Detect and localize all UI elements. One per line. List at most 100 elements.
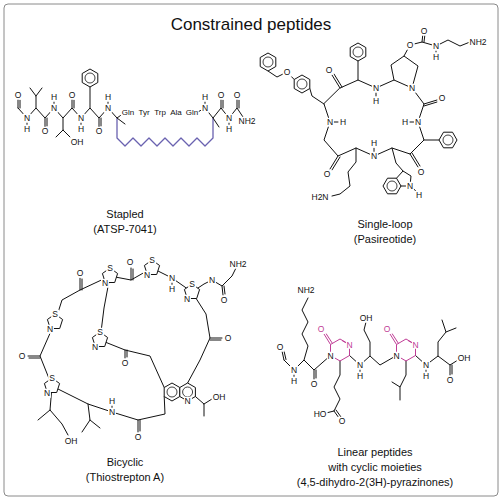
atom-label: O	[220, 296, 229, 305]
atom-label: H	[339, 118, 347, 127]
caption-text: (ATSP-7041)	[93, 224, 156, 235]
atom-label: NH2	[228, 260, 247, 269]
atom-label: O	[406, 41, 415, 50]
residue-label: Ala	[169, 109, 183, 117]
atom-label: O	[14, 91, 23, 100]
caption-text: with cyclic moieties	[328, 462, 422, 473]
atom-label: H	[50, 93, 58, 102]
atom-label: N	[326, 118, 334, 127]
caption-text: Stapled	[106, 209, 143, 220]
atom-label: H2N	[310, 193, 329, 202]
atom-label: H	[356, 372, 364, 381]
atom-label: H	[422, 372, 430, 381]
atom-label: O	[68, 91, 77, 100]
phenyl-ring	[350, 43, 366, 61]
caption-text: (4,5-dihydro-2(3H)-pyrazinones)	[297, 477, 454, 488]
linear-peptide-art	[282, 298, 458, 418]
atom-label: N	[77, 114, 85, 123]
residue-label: Tyr	[137, 109, 150, 117]
atom-label: N	[356, 361, 364, 370]
atom-label: O	[446, 376, 455, 385]
panel-frame	[4, 4, 498, 496]
ring-atom-label: N	[345, 340, 353, 349]
atom-label: N	[422, 361, 430, 370]
atom-label: N	[290, 366, 298, 375]
atom-label: N	[372, 84, 380, 93]
amide-nh-bonds	[112, 278, 172, 412]
caption-text: (Pasireotide)	[354, 234, 416, 245]
atom-label: N	[392, 351, 400, 360]
atom-label: S	[188, 280, 196, 289]
atom-label: O	[233, 91, 242, 100]
atom-label: H	[23, 125, 31, 134]
atom-label: S	[148, 256, 156, 265]
phenyl-ring	[260, 53, 276, 71]
atom-label: O	[417, 168, 426, 177]
atom-label: H	[225, 125, 233, 134]
atom-label: N	[101, 279, 109, 288]
carbonyl-bonds	[330, 74, 437, 170]
atom-label: N	[143, 271, 151, 280]
residue-label: Gln	[121, 109, 135, 117]
ring-atom-label: O	[383, 325, 392, 334]
atom-label: N	[43, 389, 51, 398]
atom-label: N	[408, 84, 416, 93]
atom-label: OH	[212, 393, 227, 402]
side-chains	[268, 61, 439, 196]
caption-text: (Thiostrepton A)	[86, 472, 164, 483]
hydrocarbon-staple	[117, 118, 213, 146]
atom-label: H	[104, 93, 112, 102]
atom-label: H	[201, 93, 209, 102]
atom-label: S	[51, 310, 59, 319]
pyrazinone-carbonyl	[324, 334, 399, 345]
residue-label: Gln	[185, 109, 199, 117]
atom-label: O	[420, 27, 429, 36]
atom-label: O	[95, 127, 104, 136]
atom-label: O	[224, 334, 233, 343]
caption-text: Linear peptides	[337, 447, 412, 458]
residue-label: Trp	[153, 109, 167, 117]
atom-label: OH	[457, 354, 472, 363]
atom-label: N	[225, 114, 233, 123]
atom-label: N	[168, 274, 176, 283]
atom-label: N	[414, 118, 422, 127]
atom-label: H	[401, 118, 409, 127]
side-chains	[302, 298, 456, 413]
macrocycle-ring	[40, 268, 210, 420]
atom-label: N	[184, 397, 192, 406]
atom-label: S	[96, 328, 104, 337]
ring-atom-label: N	[411, 340, 419, 349]
atom-label: N	[370, 152, 378, 161]
atom-label: N	[326, 351, 334, 360]
atom-label: HO	[313, 410, 328, 419]
atom-label: O	[126, 258, 135, 267]
ring-atom-label: O	[317, 325, 326, 334]
atom-label: H	[77, 125, 85, 134]
carbonyl-bonds	[282, 351, 452, 418]
atom-label: S	[106, 264, 114, 273]
atom-label: O	[76, 269, 85, 278]
atom-label: O	[41, 127, 50, 136]
atom-label: O	[323, 170, 332, 179]
phenyl-ring	[294, 75, 310, 93]
atom-label: H	[370, 139, 378, 148]
atom-label: NH2	[296, 286, 315, 295]
quinoline-ring	[164, 383, 180, 401]
atom-label: O	[276, 343, 285, 352]
side-chains	[30, 87, 219, 137]
atom-label: O	[325, 66, 334, 75]
atom-label: O	[121, 359, 130, 368]
atom-label: N	[50, 104, 58, 113]
indole-benzene-ring	[383, 178, 401, 194]
indole-pyrrole-ring	[397, 171, 417, 191]
atom-label: O	[134, 433, 143, 442]
atom-label: N	[406, 182, 414, 191]
atom-label: H	[168, 285, 176, 294]
atom-label: O	[438, 94, 447, 103]
caption-text: Single-loop	[357, 219, 412, 230]
caption-text: Bicyclic	[107, 457, 144, 468]
amide-nh-bonds	[330, 88, 418, 156]
atom-label: N	[108, 408, 116, 417]
